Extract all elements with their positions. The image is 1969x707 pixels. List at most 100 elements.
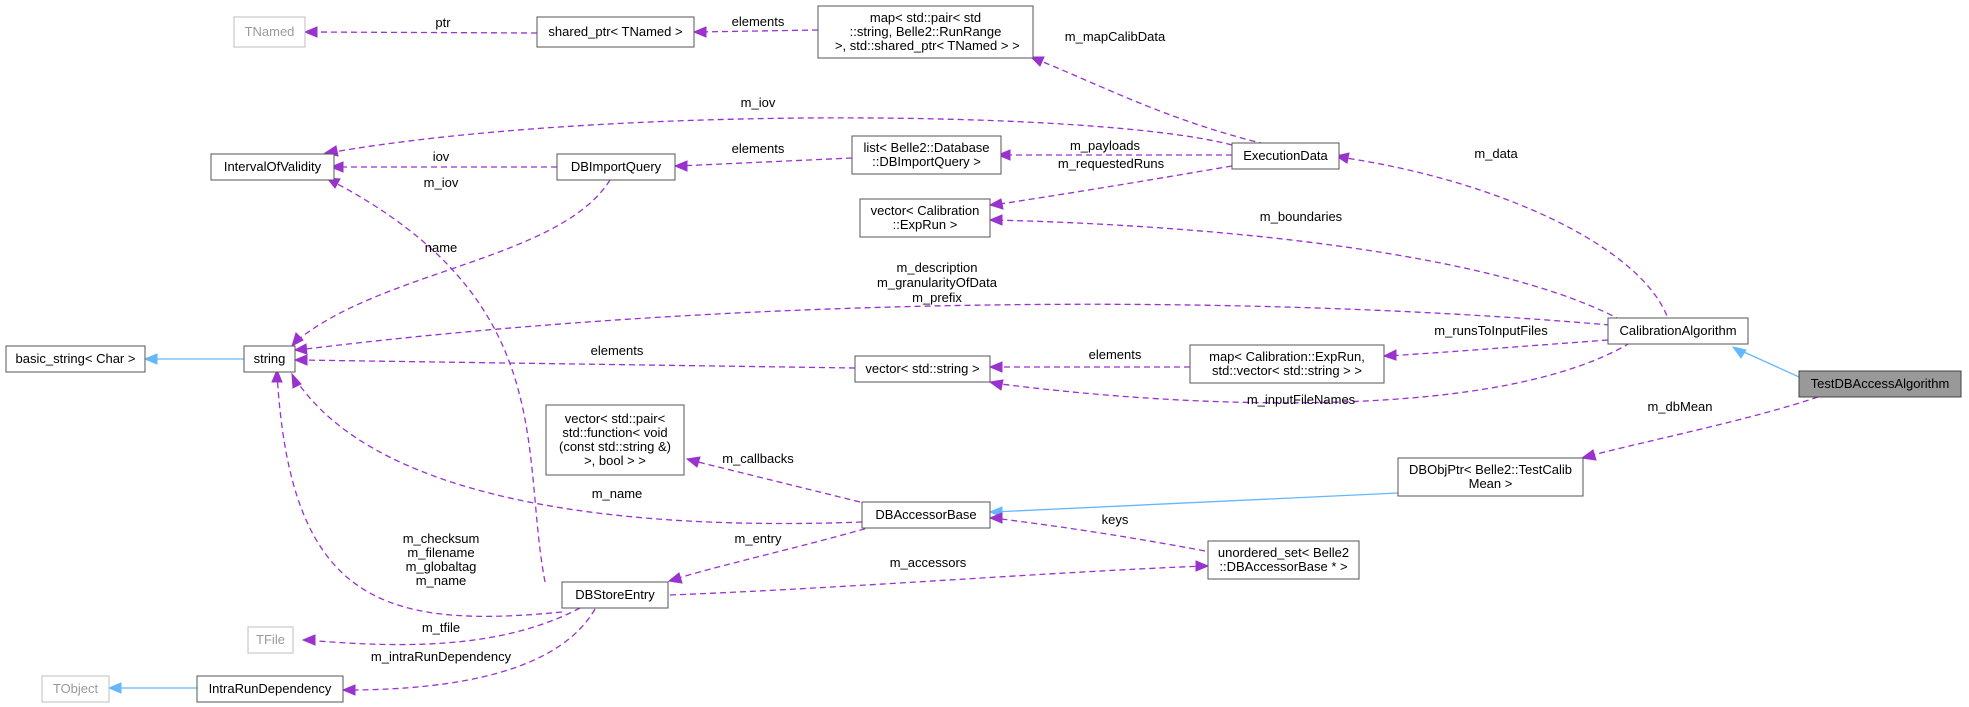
member-edge-m-input	[988, 342, 1631, 404]
node-calibration-algorithm[interactable]: CalibrationAlgorithm	[1607, 317, 1749, 345]
node-box	[243, 345, 296, 373]
node-vector-std-string[interactable]: vector< std::string >	[854, 355, 991, 383]
edge-label-m-callbacks: m_callbacks	[722, 451, 794, 466]
node-dbaccessorbase[interactable]: DBAccessorBase	[861, 501, 991, 529]
node-box	[1607, 317, 1749, 345]
node-tobject[interactable]: TObject	[41, 675, 110, 703]
node-tnamed[interactable]: TNamed	[233, 16, 306, 48]
node-label: TNamed	[245, 24, 295, 39]
node-label: DBStoreEntry	[575, 587, 655, 602]
node-box	[854, 355, 991, 383]
node-vector-calibration[interactable]: vector< Calibration::ExpRun >	[859, 198, 991, 238]
text-line: ExecutionData	[1243, 148, 1328, 163]
member-edge-elements-shared	[692, 26, 819, 38]
node-tfile[interactable]: TFile	[247, 626, 294, 654]
edge-label-keys: keys	[1102, 512, 1129, 527]
member-edge-m-checksum	[271, 368, 563, 617]
edge-label-map-calib-data: m_mapCalibData	[1065, 29, 1166, 44]
text-line: IntraRunDependency	[209, 681, 332, 696]
text-line: >, bool > >	[584, 453, 646, 468]
node-map-pair[interactable]: map< std::pair< std::string, Belle2::Run…	[817, 5, 1034, 59]
node-label: TObject	[53, 681, 99, 696]
edge-label-m-entry: m_entry	[735, 531, 782, 546]
edge-label-iov: iov	[433, 149, 450, 164]
member-edge-m-tfile	[301, 607, 581, 646]
text-line: vector< Calibration	[871, 203, 980, 218]
text-line: unordered_set< Belle2	[1218, 545, 1349, 560]
text-line: m_globaltag	[406, 559, 477, 574]
node-vector-pair-function[interactable]: vector< std::pair<std::function< void(co…	[545, 404, 685, 476]
edge-label-elements-vec: elements	[591, 343, 644, 358]
inherit-edge-calib-from-test	[1731, 346, 1809, 382]
text-line: m_payloads	[1070, 138, 1141, 153]
node-label: list< Belle2::Database::DBImportQuery >	[863, 140, 989, 169]
text-line: basic_string< Char >	[16, 351, 136, 366]
member-edge-iov	[329, 161, 557, 173]
node-label: unordered_set< Belle2::DBAccessorBase * …	[1218, 545, 1349, 574]
text-line: IntervalOfValidity	[224, 159, 322, 174]
text-line: std::vector< std::string > >	[1212, 363, 1362, 378]
node-label: basic_string< Char >	[16, 351, 136, 366]
text-line: m_inputFileNames	[1247, 392, 1356, 407]
edge-label-m-boundaries: m_boundaries	[1260, 209, 1343, 224]
text-line: ::string, Belle2::RunRange	[850, 24, 1002, 39]
node-box	[536, 16, 695, 48]
edge-label-ptr: ptr	[435, 15, 451, 30]
edge-label-m-accessors: m_accessors	[890, 555, 967, 570]
text-line: iov	[433, 149, 450, 164]
node-intra-run-dependency[interactable]: IntraRunDependency	[196, 675, 344, 703]
member-edge-name	[291, 179, 611, 348]
text-line: TFile	[256, 632, 285, 647]
node-test-db-access-algorithm[interactable]: TestDBAccessAlgorithm	[1798, 370, 1962, 398]
node-label: CalibrationAlgorithm	[1619, 323, 1736, 338]
text-line: ::ExpRun >	[893, 217, 958, 232]
node-basic-string[interactable]: basic_string< Char >	[5, 345, 146, 373]
text-line: TNamed	[245, 24, 295, 39]
edge-label-m-iov-exec: m_iov	[741, 95, 776, 110]
text-line: Mean >	[1469, 476, 1513, 491]
member-edge-m-boundaries	[988, 214, 1631, 326]
node-label: TFile	[256, 632, 285, 647]
edge-label-name: name	[425, 240, 458, 255]
text-line: (const std::string &)	[559, 439, 671, 454]
node-string[interactable]: string	[243, 345, 296, 373]
node-interval-of-validity[interactable]: IntervalOfValidity	[210, 153, 335, 181]
text-line: m_dbMean	[1647, 399, 1712, 414]
edge-label-m-dbmean: m_dbMean	[1647, 399, 1712, 414]
node-box	[1231, 142, 1340, 170]
edge-label-m-input: m_inputFileNames	[1247, 392, 1356, 407]
node-shared-ptr[interactable]: shared_ptr< TNamed >	[536, 16, 695, 48]
node-list-belle2[interactable]: list< Belle2::Database::DBImportQuery >	[851, 135, 1002, 175]
text-line: m_mapCalibData	[1065, 29, 1166, 44]
edge-label-m-iov-store: m_iov	[424, 175, 459, 190]
text-line: >, std::shared_ptr< TNamed > >	[831, 38, 1019, 53]
node-execution-data[interactable]: ExecutionData	[1231, 142, 1340, 170]
edge-label-m-payloads: m_payloads	[1070, 138, 1141, 153]
text-line: map< Calibration::ExpRun,	[1209, 349, 1365, 364]
node-label: vector< std::pair<std::function< void(co…	[559, 411, 671, 468]
inherit-edge-dbaccessor-from-dbobjptr	[988, 492, 1399, 518]
text-line: elements	[732, 14, 785, 29]
node-dbimportquery[interactable]: DBImportQuery	[556, 153, 676, 181]
node-unordered-set[interactable]: unordered_set< Belle2::DBAccessorBase * …	[1207, 540, 1360, 580]
node-map-calibration[interactable]: map< Calibration::ExpRun,std::vector< st…	[1189, 344, 1385, 384]
text-line: ptr	[435, 15, 451, 30]
text-line: m_accessors	[890, 555, 967, 570]
text-line: m_intraRunDependency	[371, 649, 512, 664]
member-edge-m-payloads	[996, 149, 1232, 161]
node-label: DBAccessorBase	[875, 507, 976, 522]
text-line: m_callbacks	[722, 451, 794, 466]
node-label: map< Calibration::ExpRun,std::vector< st…	[1209, 349, 1365, 378]
member-edge-map-calib-data	[1029, 56, 1266, 145]
text-line: m_iov	[424, 175, 459, 190]
node-dbstoreentry[interactable]: DBStoreEntry	[561, 581, 669, 609]
text-line: name	[425, 240, 458, 255]
node-box	[1207, 540, 1360, 580]
node-label: IntervalOfValidity	[224, 159, 322, 174]
text-line: m_tfile	[422, 620, 460, 635]
node-label: IntraRunDependency	[209, 681, 332, 696]
node-box	[859, 198, 991, 238]
edge-label-m-requested: m_requestedRuns	[1058, 156, 1165, 171]
